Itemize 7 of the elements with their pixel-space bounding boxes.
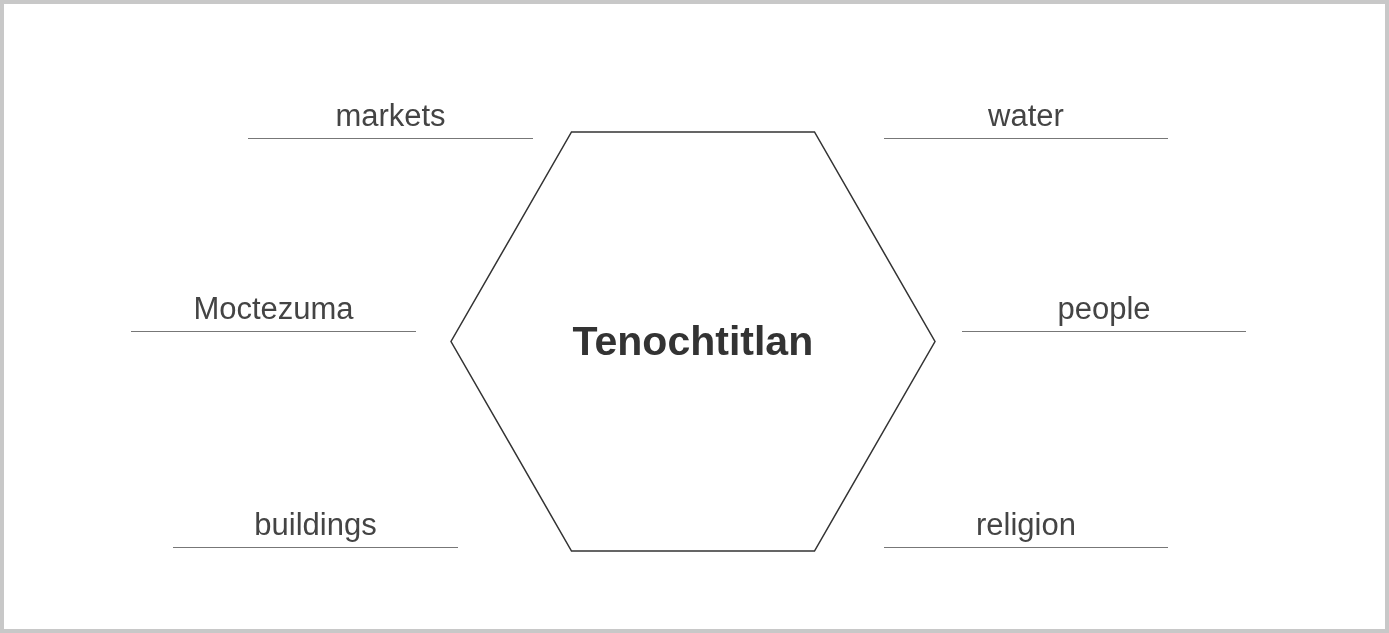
underlined-label: Moctezuma bbox=[131, 289, 416, 332]
underlined-label: religion bbox=[884, 505, 1168, 548]
center-title: Tenochtitlan bbox=[572, 317, 814, 365]
underlined-label: people bbox=[962, 289, 1246, 332]
underlined-label: water bbox=[884, 96, 1168, 139]
underlined-label: markets bbox=[248, 96, 533, 139]
underlined-label: buildings bbox=[173, 505, 458, 548]
